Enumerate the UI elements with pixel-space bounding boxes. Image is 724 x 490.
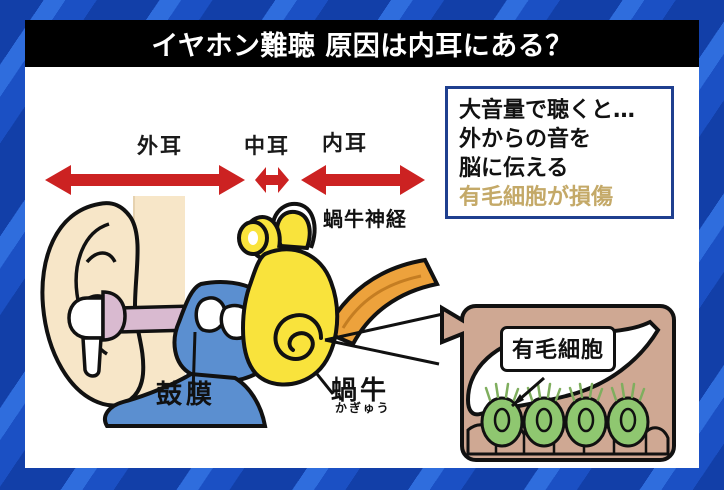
label-cochlea: 蝸牛 [331, 376, 390, 406]
label-cochlear-nerve: 蝸牛神経 [323, 207, 407, 231]
page-title: イヤホン難聴 原因は内耳にある？ [151, 31, 573, 62]
callout-line-3: 脳に伝える [459, 156, 569, 181]
region-label-inner-ear: 内耳 [322, 131, 368, 155]
white-card: イヤホン難聴 原因は内耳にある？ 外耳 中耳 内耳 [25, 20, 699, 468]
callout-line-2: 外からの音を [459, 127, 592, 152]
ear-anatomy-illustration [25, 188, 445, 438]
inset-label-hair-cells: 有毛細胞 [500, 326, 617, 372]
callout-box: 大音量で聴くと… 外からの音を 脳に伝える 有毛細胞が損傷 [445, 86, 674, 219]
hair-cell-inset-panel: 有毛細胞 [440, 304, 676, 462]
arrow-middle-ear [255, 163, 289, 197]
title-bar: イヤホン難聴 原因は内耳にある？ [25, 20, 699, 67]
callout-highlight: 有毛細胞が損傷 [459, 185, 614, 210]
label-cochlea-furigana: かぎゅう [335, 401, 391, 415]
label-eardrum: 鼓膜 [156, 380, 217, 410]
region-label-middle-ear: 中耳 [244, 134, 290, 158]
arrow-outer-ear [45, 163, 245, 197]
callout-line-1: 大音量で聴くと… [459, 98, 636, 123]
region-label-outer-ear: 外耳 [137, 134, 183, 158]
arrow-inner-ear [301, 163, 425, 197]
